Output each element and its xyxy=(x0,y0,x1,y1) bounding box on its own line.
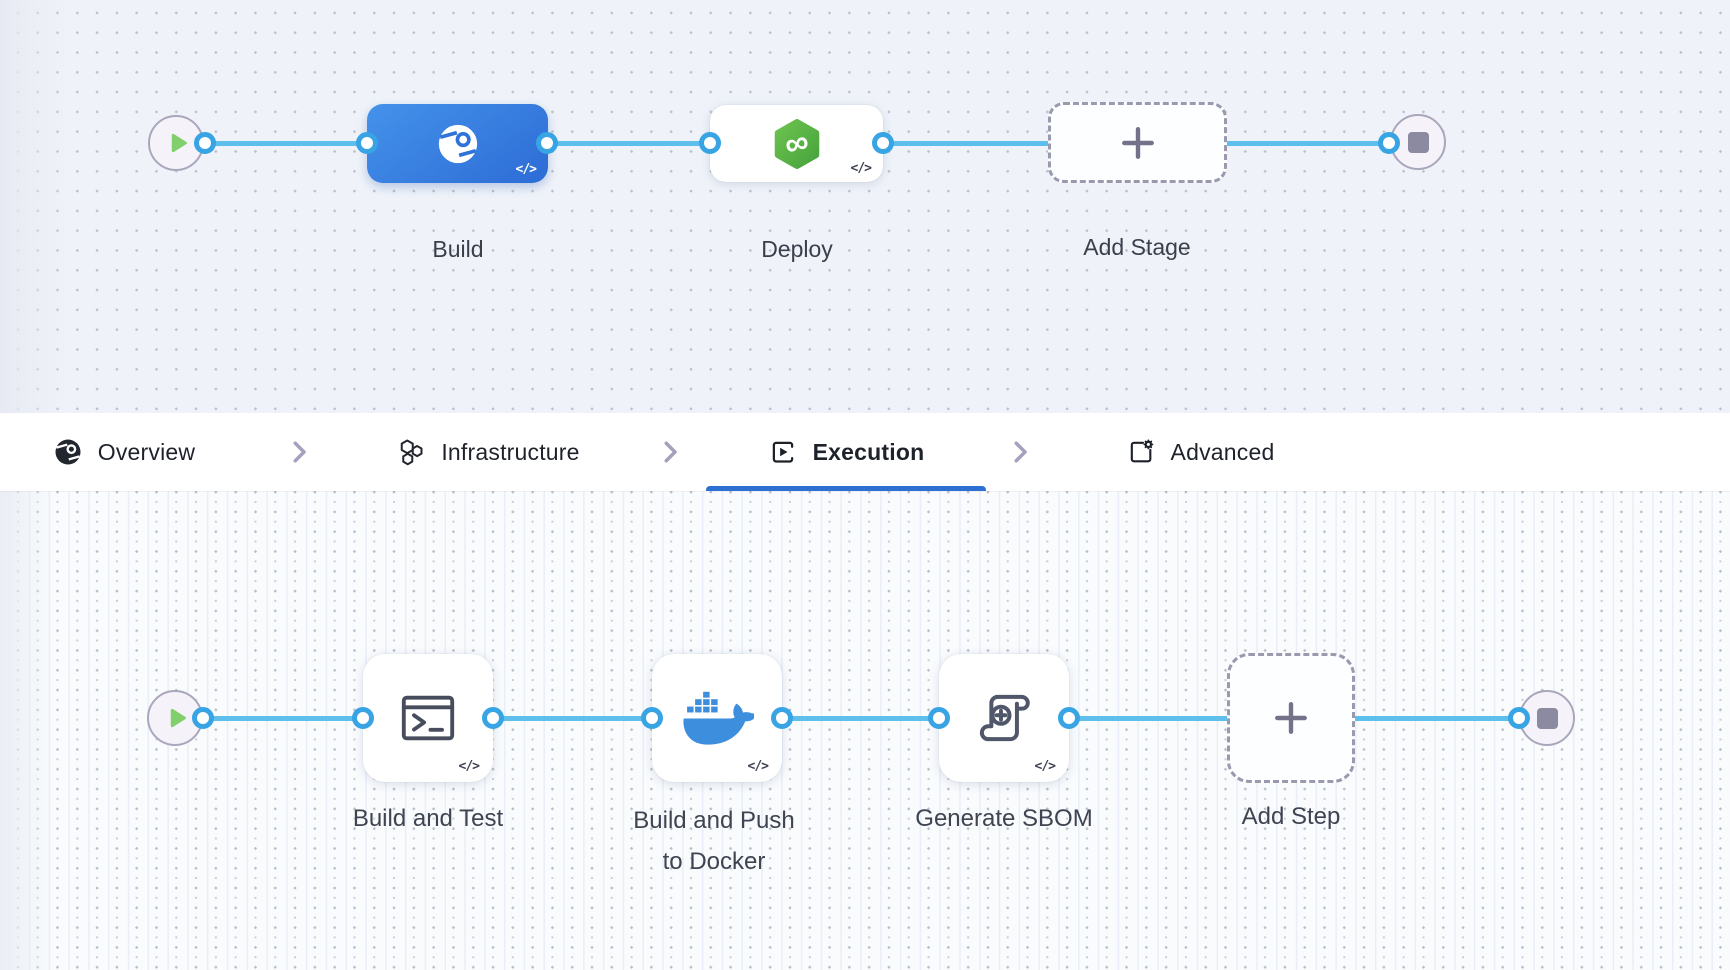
port-deploy-in[interactable] xyxy=(699,132,721,154)
add-step-button[interactable] xyxy=(1227,653,1355,783)
port-sbom-in[interactable] xyxy=(928,707,950,729)
add-stage-button[interactable] xyxy=(1048,102,1227,183)
tab-overview[interactable]: Overview xyxy=(24,413,224,491)
chevron-right-icon xyxy=(1014,441,1027,463)
step-label-build-and-push: Build and Push to Docker xyxy=(584,800,844,882)
port-docker-in[interactable] xyxy=(641,707,663,729)
tab-execution-label: Execution xyxy=(812,438,925,465)
port-deploy-out[interactable] xyxy=(872,132,894,154)
chevron-right-icon xyxy=(293,441,306,463)
yaml-code-glyph: </> xyxy=(1034,759,1057,774)
port-build-test-in[interactable] xyxy=(352,707,374,729)
tab-execution[interactable]: Execution xyxy=(706,413,986,491)
active-tab-underline xyxy=(706,486,986,491)
infrastructure-icon xyxy=(401,439,423,466)
play-icon xyxy=(171,133,187,153)
port-sbom-out[interactable] xyxy=(1058,707,1080,729)
port-start-out[interactable] xyxy=(194,132,216,154)
docker-icon xyxy=(683,691,754,745)
stop-icon xyxy=(1407,131,1429,153)
tab-advanced-label: Advanced xyxy=(1170,438,1275,465)
tab-overview-label: Overview xyxy=(97,438,196,465)
step-label-generate-sbom: Generate SBOM xyxy=(915,805,1093,832)
play-icon xyxy=(170,708,186,728)
terminal-icon xyxy=(401,695,455,741)
step-connector-line xyxy=(203,716,1519,721)
yaml-code-glyph: </> xyxy=(850,161,873,176)
yaml-code-glyph: </> xyxy=(515,162,538,177)
stage-label-build: Build xyxy=(432,236,484,262)
sbom-scroll-icon xyxy=(979,694,1030,742)
tab-infrastructure-label: Infrastructure xyxy=(441,438,580,465)
stage-label-add-stage: Add Stage xyxy=(1083,234,1191,260)
tab-advanced[interactable]: Advanced xyxy=(1080,413,1320,491)
execution-canvas xyxy=(0,491,1730,970)
overview-icon xyxy=(55,439,81,465)
step-end-node xyxy=(1519,690,1575,746)
stage-label-deploy: Deploy xyxy=(761,236,833,262)
step-build-and-test[interactable]: </> xyxy=(363,654,493,782)
port-build-out[interactable] xyxy=(536,132,558,154)
execution-icon xyxy=(772,441,793,463)
yaml-code-glyph: </> xyxy=(458,759,481,774)
step-label-build-and-test: Build and Test xyxy=(352,805,504,832)
step-label-line-1: Build and Push xyxy=(633,807,795,834)
tab-infrastructure[interactable]: Infrastructure xyxy=(368,413,608,491)
stage-start-node xyxy=(148,115,204,171)
stage-deploy[interactable]: ∞ </> xyxy=(710,105,883,182)
port-docker-out[interactable] xyxy=(771,707,793,729)
plus-icon xyxy=(1121,126,1154,159)
stage-canvas xyxy=(0,0,1730,413)
stop-icon xyxy=(1536,707,1558,729)
cd-deploy-icon xyxy=(774,118,819,169)
stage-build[interactable]: </> xyxy=(367,104,548,183)
port-step-start-out[interactable] xyxy=(192,707,214,729)
port-build-test-out[interactable] xyxy=(482,707,504,729)
step-generate-sbom[interactable]: </> xyxy=(939,654,1069,782)
port-build-in[interactable] xyxy=(356,132,378,154)
stage-config-tab-bar: Overview Infrastructure xyxy=(0,413,1730,491)
step-label-add-step: Add Step xyxy=(1241,803,1341,830)
port-step-end-in[interactable] xyxy=(1508,707,1530,729)
chevron-right-icon xyxy=(664,441,677,463)
ci-build-icon xyxy=(438,124,477,163)
step-build-and-push-to-docker[interactable]: </> xyxy=(652,654,782,782)
port-end-in[interactable] xyxy=(1378,132,1400,154)
step-label-line-2: to Docker xyxy=(662,848,766,875)
yaml-code-glyph: </> xyxy=(747,759,770,774)
plus-icon xyxy=(1275,702,1307,734)
advanced-icon xyxy=(1130,439,1153,463)
